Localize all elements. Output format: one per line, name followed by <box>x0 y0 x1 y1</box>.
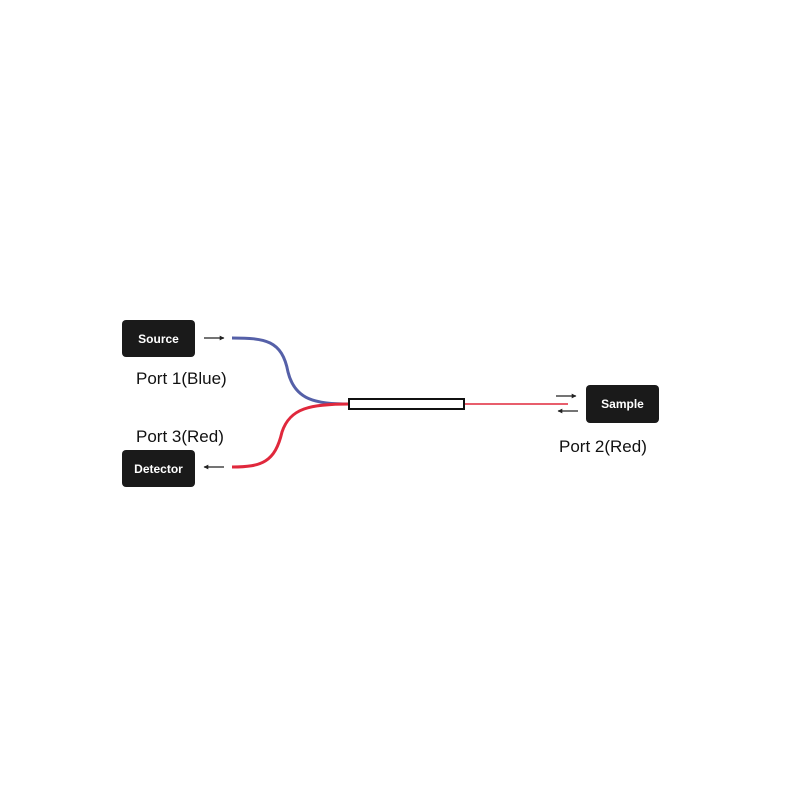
source-label: Source <box>138 332 179 346</box>
blue-fiber <box>231 336 351 406</box>
sample-label: Sample <box>601 397 644 411</box>
sample-box: Sample <box>586 385 659 423</box>
red-fiber-detector <box>231 402 351 469</box>
detector-box: Detector <box>122 450 195 487</box>
coupler <box>348 398 465 410</box>
port-2-label: Port 2(Red) <box>559 437 647 456</box>
detector-label: Detector <box>134 462 183 476</box>
port-1-label: Port 1(Blue) <box>136 369 227 388</box>
port-3-label: Port 3(Red) <box>136 427 224 446</box>
source-box: Source <box>122 320 195 357</box>
